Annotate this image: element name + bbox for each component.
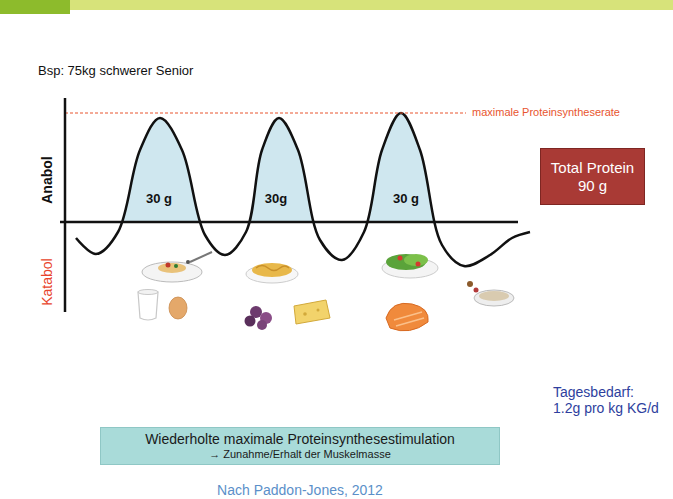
synthesis-curve-line — [76, 113, 530, 266]
meal-dinner — [382, 254, 514, 331]
source-note: Nach Paddon-Jones, 2012 — [217, 482, 383, 498]
protein-amount: 30 g — [393, 192, 419, 207]
anabolic-area — [76, 113, 530, 222]
protein-amount: 30g — [265, 192, 287, 207]
max-rate-label: maximale Proteinsyntheserate — [472, 106, 620, 119]
axis-label: Katabol — [39, 258, 55, 305]
max-rate-line — [65, 113, 466, 114]
summary-band: Wiederholte maximale Proteinsynthesestim… — [100, 427, 500, 465]
node-heading: Total Protein — [551, 159, 634, 177]
meal-lunch — [245, 263, 331, 330]
total-protein-box: Total Protein90 g — [540, 148, 645, 205]
protein-amount: 30 g — [146, 192, 172, 207]
node-body: 90 g — [578, 177, 607, 195]
header-bar — [0, 0, 673, 10]
meal-breakfast — [138, 252, 212, 320]
daily-requirement: Tagesbedarf: 1.2g pro kg KG/d — [553, 384, 665, 416]
axis-label: Anabol — [39, 156, 55, 203]
example-note: Bsp: 75kg schwerer Senior — [38, 64, 193, 79]
synthesis-curve — [76, 113, 530, 266]
header-tab — [0, 0, 70, 14]
x-axis — [60, 221, 518, 224]
node-heading: Wiederholte maximale Proteinsynthesestim… — [145, 431, 455, 448]
node-body: → Zunahme/Erhalt der Muskelmasse — [209, 448, 391, 461]
y-axis — [64, 98, 67, 312]
